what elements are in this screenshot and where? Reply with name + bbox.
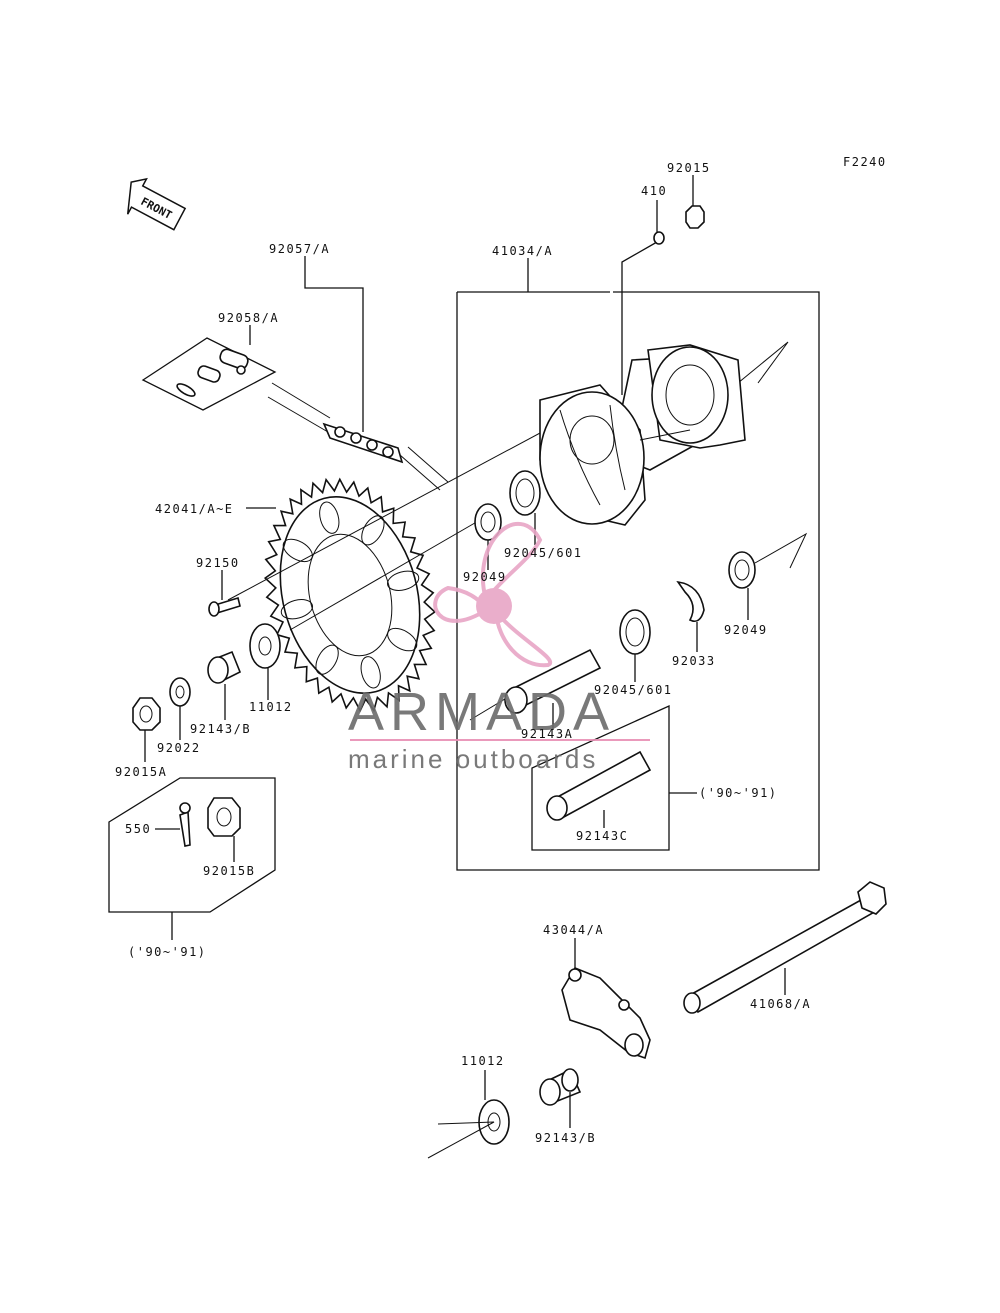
circlip bbox=[676, 580, 705, 623]
label-550[interactable]: 550 bbox=[125, 822, 151, 836]
label-year-range-2: ('90~'91) bbox=[128, 945, 207, 959]
washer-92022 bbox=[169, 677, 191, 707]
label-92058[interactable]: 92058/A bbox=[218, 311, 279, 325]
label-92045-b[interactable]: 92045/601 bbox=[594, 683, 673, 697]
sprocket-lightening-hole bbox=[360, 656, 381, 689]
spacer-box-frame bbox=[531, 704, 670, 851]
hub-bearing-left bbox=[509, 470, 541, 516]
label-92045-a[interactable]: 92045/601 bbox=[504, 546, 583, 560]
label-41068[interactable]: 41068/A bbox=[750, 997, 811, 1011]
cotter-pin-box-frame bbox=[108, 777, 276, 913]
assembly-axis-3 bbox=[737, 341, 789, 384]
label-92143C[interactable]: 92143C bbox=[576, 829, 628, 843]
label-92015B[interactable]: 92015B bbox=[203, 864, 255, 878]
label-92150[interactable]: 92150 bbox=[196, 556, 240, 570]
collar-92143B bbox=[207, 650, 242, 684]
chain-adjuster-43044 bbox=[561, 967, 651, 1060]
sprocket-side-collar bbox=[249, 623, 281, 669]
armada-watermark: ARMADA marine outboards bbox=[348, 521, 650, 774]
watermark-rule bbox=[350, 739, 650, 741]
assembly-axis-2 bbox=[289, 519, 481, 631]
master-link-kit bbox=[141, 337, 277, 411]
rear-axle-41068 bbox=[683, 881, 887, 1014]
label-year-range-1: ('90~'91) bbox=[699, 786, 778, 800]
castle-nut-92015B bbox=[207, 797, 241, 837]
label-92143A[interactable]: 92143A bbox=[521, 727, 573, 741]
hub-bearing-right bbox=[619, 609, 651, 655]
figure-code: F2240 bbox=[843, 155, 887, 169]
collar-92143B-b bbox=[539, 1068, 582, 1106]
label-11012-b[interactable]: 11012 bbox=[461, 1054, 505, 1068]
label-92143B-b[interactable]: 92143/B bbox=[535, 1131, 596, 1145]
label-410[interactable]: 410 bbox=[641, 184, 667, 198]
drive-chain bbox=[267, 382, 449, 491]
label-43044[interactable]: 43044/A bbox=[543, 923, 604, 937]
label-92143B-a[interactable]: 92143/B bbox=[190, 722, 251, 736]
label-92015[interactable]: 92015 bbox=[667, 161, 711, 175]
nut-92015 bbox=[685, 205, 705, 229]
part-labels: 92015 410 92057/A 41034/A 92058/A 42041/… bbox=[115, 161, 811, 1145]
propeller-logo bbox=[433, 521, 553, 668]
label-92015A[interactable]: 92015A bbox=[115, 765, 167, 779]
washer-410 bbox=[653, 231, 665, 245]
oil-seal-left bbox=[474, 503, 502, 541]
label-92022[interactable]: 92022 bbox=[157, 741, 201, 755]
label-92033[interactable]: 92033 bbox=[672, 654, 716, 668]
stud-leader-line bbox=[621, 241, 658, 395]
label-11012-a[interactable]: 11012 bbox=[249, 700, 293, 714]
rear-wheel-hub bbox=[539, 344, 746, 526]
watermark-brand: ARMADA bbox=[348, 682, 615, 742]
sprocket-lightening-hole bbox=[361, 515, 385, 546]
sprocket-bolt bbox=[208, 596, 241, 617]
label-92049-a[interactable]: 92049 bbox=[463, 570, 507, 584]
label-92057[interactable]: 92057/A bbox=[269, 242, 330, 256]
sprocket-lightening-hole bbox=[387, 627, 418, 652]
hub-spacer-92143C bbox=[546, 750, 652, 821]
hub-assembly-frame bbox=[456, 291, 820, 871]
assembly-axis-6 bbox=[427, 1121, 495, 1159]
assembly-axis-1 bbox=[227, 424, 556, 601]
oil-seal-right bbox=[728, 551, 756, 589]
label-42041[interactable]: 42041/A~E bbox=[155, 502, 234, 516]
label-41034[interactable]: 41034/A bbox=[492, 244, 553, 258]
front-direction-arrow: FRONT bbox=[126, 177, 187, 231]
axle-nut-92015A bbox=[132, 697, 161, 731]
hub-spacer-92143A bbox=[504, 648, 602, 714]
leader-92057 bbox=[304, 256, 364, 432]
sprocket-lightening-hole bbox=[315, 644, 339, 675]
label-92049-b[interactable]: 92049 bbox=[724, 623, 768, 637]
cotter-pin bbox=[179, 802, 191, 847]
sprocket-lightening-hole bbox=[319, 501, 340, 534]
sprocket-lightening-hole bbox=[280, 599, 314, 620]
sprocket-lightening-hole bbox=[282, 538, 313, 563]
sprocket-lightening-hole bbox=[386, 570, 420, 591]
watermark-tagline: marine outboards bbox=[348, 744, 598, 774]
assembly-axis-4 bbox=[754, 532, 808, 569]
